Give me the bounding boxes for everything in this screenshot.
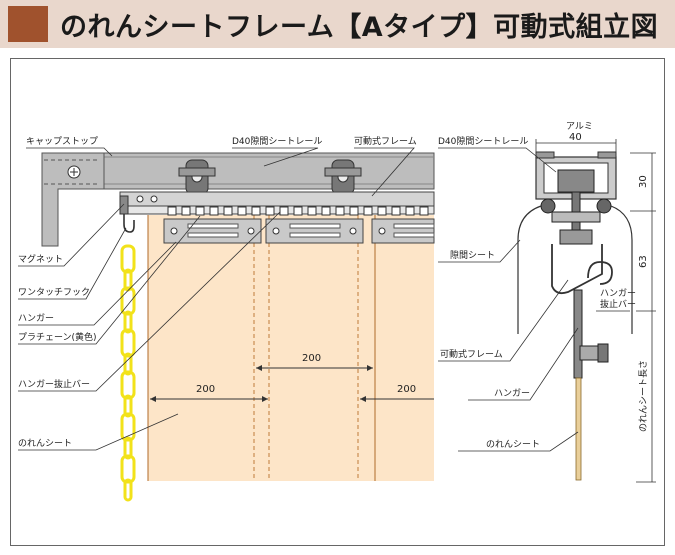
noren-sheets — [147, 215, 434, 481]
leader-lines-left — [18, 147, 415, 451]
label-gap-sheet: 隙間シート — [450, 249, 495, 261]
hook-tooth — [377, 206, 387, 216]
label-rail-right: D40隙間シートレール — [438, 135, 528, 147]
hook-tooth — [405, 206, 415, 216]
hook-tooth — [251, 206, 261, 216]
chain-link — [120, 370, 136, 400]
dimension-label: 63 — [638, 255, 649, 268]
hook-tooth — [391, 206, 401, 216]
dimension-width-40 — [535, 139, 617, 152]
label-one-touch-hook: ワンタッチフック — [18, 287, 90, 298]
hook-teeth-row — [167, 206, 429, 216]
label-hanger-stop-2: 抜止バー — [600, 298, 636, 310]
hook-tooth — [321, 206, 331, 216]
hook-tooth — [279, 206, 289, 216]
hook-tooth — [419, 206, 429, 216]
movable-frame-bar — [119, 191, 435, 215]
sheet-panel — [358, 215, 434, 481]
dimension-label: 200 — [302, 353, 321, 364]
dimension-200-a — [150, 396, 268, 402]
hook-tooth — [223, 206, 233, 216]
hook-tooth — [167, 206, 177, 216]
dimension-200-c — [360, 396, 434, 402]
chain-link — [120, 286, 136, 316]
cap-stop-part — [41, 152, 105, 247]
header-banner: のれんシートフレーム【Aタイプ】可動式組立図 — [0, 0, 675, 48]
dimension-label: 30 — [638, 175, 649, 188]
one-touch-hook-part — [123, 214, 135, 233]
page-title: のれんシートフレーム【Aタイプ】可動式組立図 — [60, 12, 659, 43]
leader-lines-right — [438, 147, 630, 452]
vertical-dimensions — [630, 152, 656, 483]
hook-tooth — [209, 206, 219, 216]
label-hanger: ハンガー — [18, 313, 54, 324]
title-accent-block — [8, 6, 48, 42]
chain-link — [120, 454, 136, 484]
hook-tooth — [237, 206, 247, 216]
hook-tooth — [307, 206, 317, 216]
chain-link — [120, 412, 136, 442]
hook-tooth — [349, 206, 359, 216]
label-movable-frame: 可動式フレーム — [354, 135, 417, 147]
hook-tooth — [265, 206, 275, 216]
dimension-label: 40 — [569, 132, 582, 143]
label-magnet: マグネット — [18, 253, 63, 265]
hook-tooth — [363, 206, 373, 216]
sheet-panel — [254, 215, 375, 481]
chain-link — [123, 352, 133, 376]
label-noren-sheet: のれんシート — [18, 438, 72, 449]
label-hanger-stop-1: ハンガー — [600, 288, 636, 299]
trolley-wheel — [178, 159, 216, 195]
hook-tooth — [335, 206, 345, 216]
hanger-plate — [163, 218, 262, 244]
label-noren-sheet-right: のれんシート — [486, 439, 540, 450]
chain-link — [123, 394, 133, 418]
label-movable-frame-right: 可動式フレーム — [440, 348, 503, 360]
label-plastic-chain: プラチェーン(黄色) — [18, 331, 97, 343]
chain-link — [120, 328, 136, 358]
label-cap-stop: キャップストップ — [26, 136, 98, 147]
plastic-chain — [120, 244, 136, 502]
trolley-wheel — [324, 159, 362, 195]
chain-link — [123, 436, 133, 460]
chain-link — [123, 268, 133, 292]
dimension-label: 200 — [397, 384, 416, 395]
label-hanger-stop-bar: ハンガー抜止バー — [18, 378, 90, 390]
hook-tooth — [181, 206, 191, 216]
magnet-part — [119, 195, 129, 215]
label-hanger-right: ハンガー — [494, 388, 530, 399]
hook-tooth — [293, 206, 303, 216]
hook-tooth — [195, 206, 205, 216]
hanger-plate — [371, 218, 435, 244]
label-rail: D40隙間シートレール — [232, 135, 322, 147]
sheet-panel — [148, 215, 269, 481]
dimension-200-b — [256, 365, 373, 371]
chain-link — [123, 310, 133, 334]
rail-cross-section — [517, 151, 633, 481]
dimension-label: 200 — [196, 384, 215, 395]
label-aluminum: アルミ — [566, 122, 593, 132]
dimension-label-sheet-length: のれんシート長さ — [638, 360, 649, 432]
chain-link — [120, 244, 136, 274]
hanger-plate — [265, 218, 364, 244]
diagram-frame — [10, 58, 665, 546]
chain-link — [123, 478, 133, 502]
